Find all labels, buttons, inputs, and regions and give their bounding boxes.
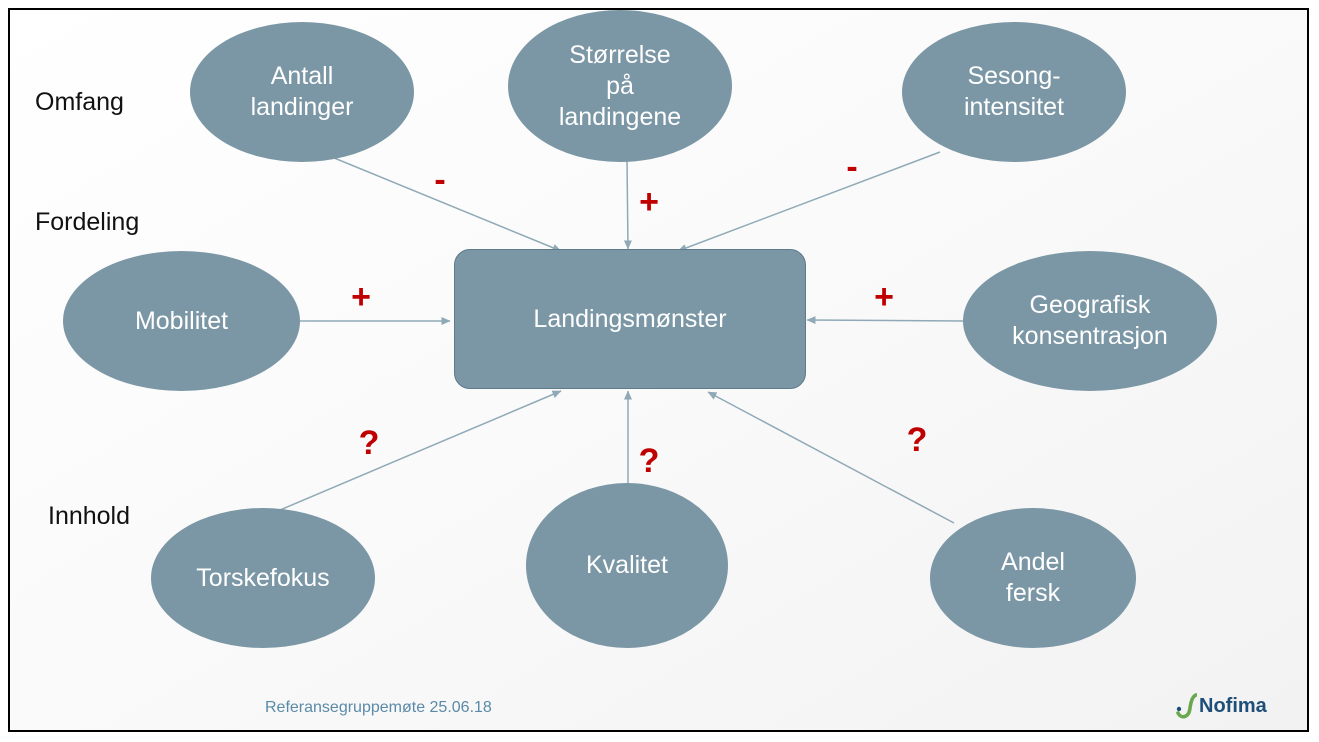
node-geografisk-konsentrasjon: Geografisk konsentrasjon — [963, 251, 1217, 391]
arrow-andel — [707, 391, 955, 524]
footer-text: Referansegruppemøte 25.06.18 — [265, 699, 492, 716]
node-kvalitet: Kvalitet — [526, 483, 728, 648]
node-andel-fersk: Andel fersk — [930, 508, 1136, 648]
node-sesongintensitet: Sesong- intensitet — [902, 22, 1126, 162]
node-torskefokus: Torskefokus — [151, 508, 375, 648]
row-label-innhold: Innhold — [48, 502, 131, 530]
slide: Omfang Fordeling Innhold Antall landinge… — [8, 8, 1309, 732]
arrow-storrelse — [623, 159, 632, 250]
sign-andel: ? — [906, 421, 928, 459]
node-mobilitet: Mobilitet — [63, 251, 300, 391]
nofima-logo: Nofima — [1175, 693, 1267, 719]
node-storrelse-pa-landingene: Størrelse på landingene — [508, 10, 732, 162]
sign-geografisk: + — [874, 278, 894, 316]
arrow-geografisk — [806, 316, 964, 325]
sign-mobilitet: + — [351, 278, 371, 316]
arrows — [279, 151, 964, 524]
sign-storrelse: + — [639, 183, 659, 221]
node-antall-landinger: Antall landinger — [190, 22, 414, 162]
center-landingsmonster: Landingsmønster — [454, 249, 806, 389]
arrow-sesong — [677, 151, 941, 252]
row-label-omfang: Omfang — [35, 88, 124, 116]
sign-sesong: - — [846, 148, 858, 186]
arrow-antall — [321, 152, 562, 252]
arrow-torskefokus — [279, 390, 562, 511]
sign-kvalitet: ? — [638, 442, 660, 480]
row-label-fordeling: Fordeling — [35, 208, 140, 236]
nofima-logo-icon — [1176, 693, 1197, 719]
nofima-logo-text: Nofima — [1199, 694, 1267, 717]
sign-torskefokus: ? — [358, 424, 380, 462]
sign-antall: - — [434, 161, 446, 199]
